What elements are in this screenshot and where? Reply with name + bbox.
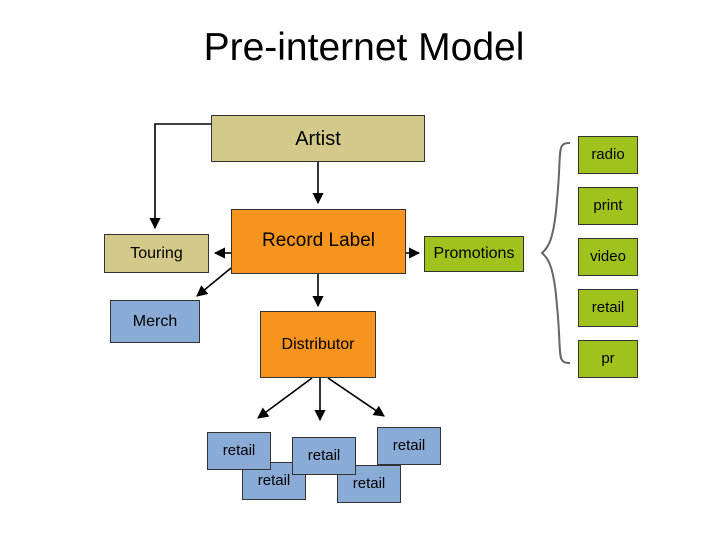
node-distributor[interactable]: Distributor [260, 311, 376, 378]
retailer-node[interactable]: retail [292, 437, 356, 475]
node-promotions-label: Promotions [433, 245, 515, 263]
retailer-label: retail [307, 446, 341, 464]
retailer-node[interactable]: retail [207, 432, 271, 470]
retailer-label: retail [392, 436, 426, 454]
channel-video[interactable]: video [578, 238, 638, 276]
node-merch[interactable]: Merch [110, 300, 200, 343]
channel-print[interactable]: print [578, 187, 638, 225]
connector-artist-to-touring [149, 123, 211, 230]
retailer-label: retail [352, 474, 386, 492]
channel-print-label: print [593, 196, 623, 214]
retailer-node[interactable]: retail [377, 427, 441, 465]
node-record-label-label: Record Label [261, 230, 376, 252]
channel-video-label: video [590, 247, 626, 265]
node-artist[interactable]: Artist [211, 115, 425, 162]
retailer-label: retail [257, 471, 291, 489]
channels-brace [540, 142, 571, 364]
node-promotions[interactable]: Promotions [424, 236, 524, 272]
node-touring[interactable]: Touring [104, 234, 209, 273]
channel-retail-label: retail [591, 298, 625, 316]
channel-pr[interactable]: pr [578, 340, 638, 378]
node-distributor-label: Distributor [281, 335, 355, 353]
node-artist-label: Artist [295, 127, 341, 150]
connector-distributor-to-retailers [257, 377, 385, 422]
channel-radio[interactable]: radio [578, 136, 638, 174]
retailer-label: retail [222, 441, 256, 459]
channel-retail[interactable]: retail [578, 289, 638, 327]
channel-pr-label: pr [601, 349, 615, 367]
node-touring-label: Touring [130, 244, 183, 262]
page-title: Pre-internet Model [203, 26, 525, 69]
channel-radio-label: radio [591, 145, 625, 163]
node-merch-label: Merch [132, 312, 178, 330]
node-record-label[interactable]: Record Label [231, 209, 406, 274]
